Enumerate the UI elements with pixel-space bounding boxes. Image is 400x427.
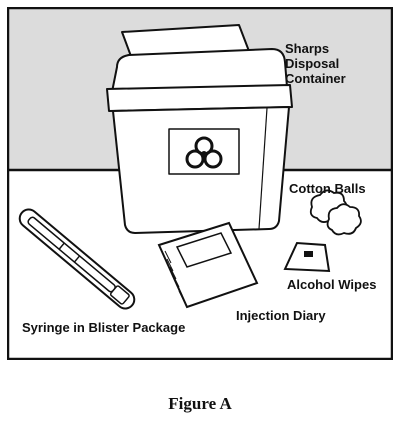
cotton-balls-label: Cotton Balls	[289, 181, 366, 196]
sharps-label: Sharps Disposal Container	[285, 41, 346, 86]
injection-diary-icon	[157, 221, 259, 309]
alcohol-wipes-icon	[283, 241, 331, 273]
cotton-balls-icon	[309, 189, 362, 236]
injection-diary-label: Injection Diary	[236, 308, 326, 323]
sharps-container-icon	[106, 24, 293, 234]
sharps-label-line2: Disposal	[285, 56, 340, 71]
figure-border	[7, 7, 393, 360]
figure-caption: Figure A	[168, 394, 232, 413]
syringe-label: Syringe in Blister Package	[22, 320, 186, 335]
figure-panel: Sharps Disposal Container Cotton Balls A…	[7, 7, 393, 360]
sharps-label-line3: Container	[285, 71, 346, 86]
syringe-package-icon	[18, 208, 136, 310]
sharps-label-line1: Sharps	[285, 41, 330, 56]
illustration	[7, 7, 393, 360]
alcohol-wipes-label: Alcohol Wipes	[287, 277, 377, 292]
